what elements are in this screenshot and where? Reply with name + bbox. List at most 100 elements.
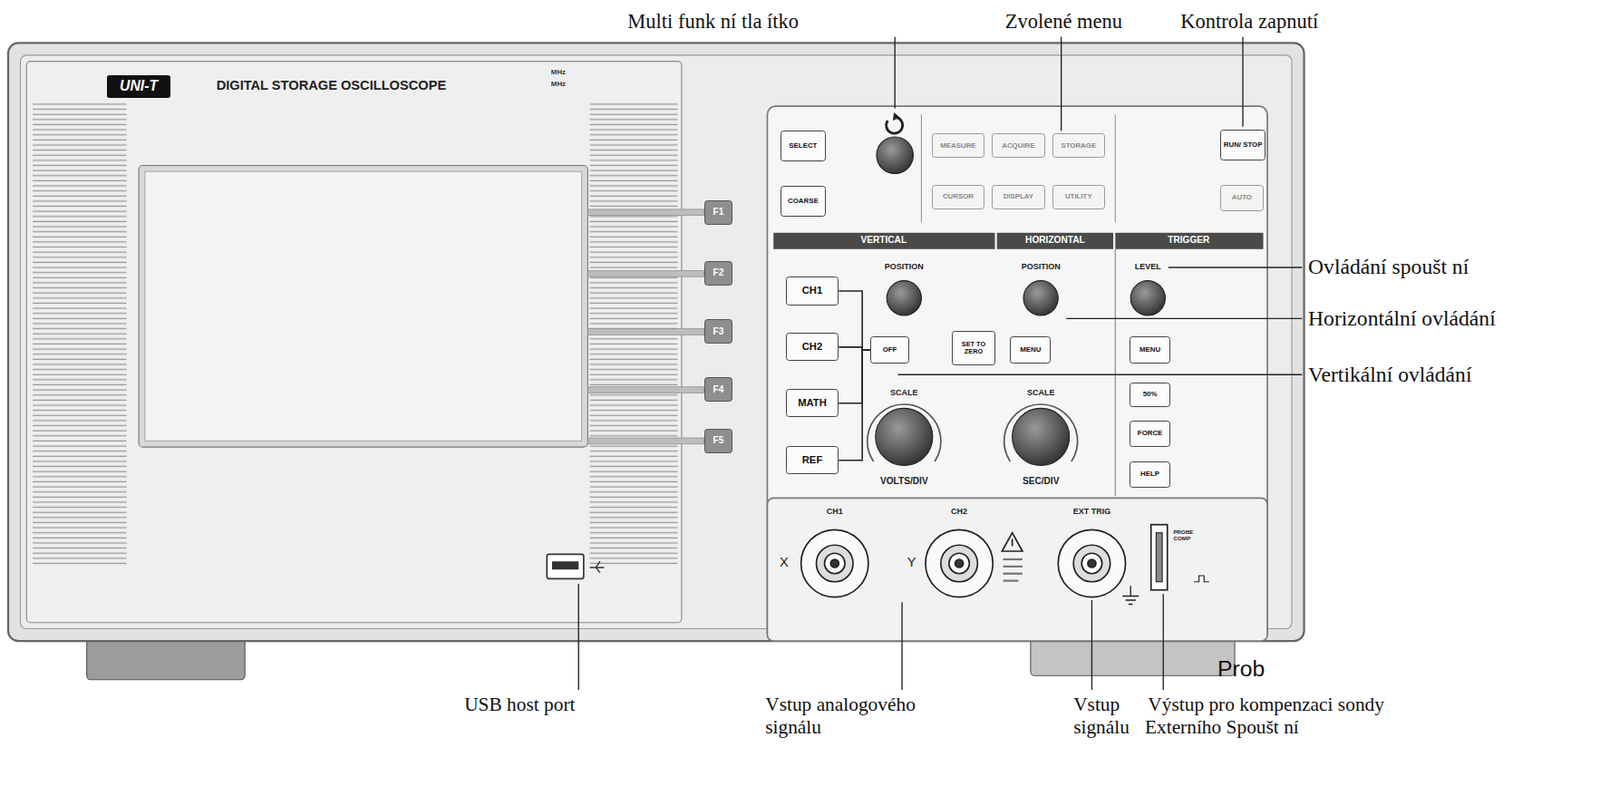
callout-label: USB host port — [464, 693, 575, 717]
button-label: F4 — [713, 385, 725, 396]
warning-triangle — [1011, 538, 1014, 546]
leader-lines — [578, 37, 1302, 690]
callout-label: Horizontální ovládání — [1308, 306, 1496, 331]
panel-button: MENU — [1009, 336, 1051, 363]
panel-button: AUTO — [1220, 184, 1263, 212]
panel-marking: EXT TRIG — [1073, 506, 1112, 516]
panel-marking: TRIGGER — [1167, 234, 1210, 246]
button-label: REF — [802, 455, 824, 466]
panel-marking: Y — [907, 554, 917, 571]
button-label: 50% — [1143, 390, 1158, 398]
softkey-button: F4 — [704, 377, 734, 402]
button-label: MATH — [797, 397, 827, 409]
panel-marking: PROBE COMP — [1173, 528, 1206, 542]
brand-logo: UNI-T — [106, 75, 171, 98]
rotate-symbol — [892, 112, 901, 121]
callout-label: Vstup signálu — [1073, 693, 1147, 738]
panel-marking: VERTICAL — [860, 234, 907, 246]
square-wave-symbol — [1193, 575, 1210, 582]
housing — [8, 42, 1305, 641]
button-label: MEASURE — [940, 142, 976, 150]
usb-slot — [552, 561, 579, 570]
button-label: ACQUIRE — [1001, 142, 1035, 150]
panel-button: STORAGE — [1052, 133, 1106, 158]
vertical-band — [773, 232, 995, 250]
callout-label: Externího Spoušt ní — [1144, 716, 1300, 739]
panel-marking: VOLTS/DIV — [880, 475, 929, 487]
screen-frame — [138, 164, 588, 447]
button-label: F5 — [713, 436, 725, 447]
button-label: SET TO ZERO — [954, 340, 992, 355]
panel-button: UTILITY — [1052, 184, 1106, 210]
multifunction-knob — [876, 136, 914, 175]
button-label: OFF — [882, 346, 898, 354]
button-label: AUTO — [1231, 193, 1252, 202]
position-knobs — [886, 281, 1165, 316]
panel-marking: MHz — [551, 67, 566, 77]
scale-knobs — [867, 404, 1078, 466]
callout-label: Kontrola zapnutí — [1180, 9, 1319, 34]
panel-button: MENU — [1129, 336, 1171, 363]
panel-marking: POSITION — [1021, 261, 1061, 272]
button-label: UTILITY — [1065, 193, 1093, 201]
callout-label: Multi funk ní tla ítko — [627, 9, 799, 34]
softkey-button: F5 — [704, 428, 734, 454]
button-label: CURSOR — [942, 193, 974, 201]
control-panel — [766, 106, 1268, 641]
softkey-button: F3 — [704, 319, 734, 344]
bnc-connectors — [801, 529, 1126, 597]
bracket-line — [838, 290, 871, 350]
panel-button: ACQUIRE — [991, 133, 1046, 158]
panel-button: 50% — [1129, 382, 1171, 408]
panel-marking: LEVEL — [1134, 261, 1162, 272]
usb-port — [546, 553, 584, 579]
bracket-line — [838, 349, 871, 404]
button-label: RUN/ STOP — [1223, 141, 1263, 149]
warning-text-lines — [1003, 559, 1023, 582]
button-label: CH1 — [802, 285, 824, 297]
callout-label: Vstup analogového signálu — [765, 693, 944, 738]
bracket-line — [838, 349, 871, 461]
panel-marking: SCALE — [890, 387, 919, 398]
horizontal-band — [997, 232, 1114, 250]
callout-label: Výstup pro kompenzaci sondy — [1147, 693, 1385, 717]
panel-marking: Prob — [1217, 656, 1265, 682]
callout-label: Vertikální ovládání — [1308, 362, 1472, 388]
button-label: STORAGE — [1060, 142, 1096, 150]
probe-comp-terminal — [1151, 524, 1168, 591]
panel-button: REF — [785, 446, 840, 476]
panel-marking: X — [779, 554, 789, 571]
panel-button: COARSE — [780, 185, 826, 217]
button-label: CH2 — [802, 341, 824, 353]
divider — [921, 114, 922, 223]
panel-marking: SEC/DIV — [1022, 475, 1060, 487]
panel-button: CURSOR — [931, 184, 986, 210]
softkey-button: F1 — [704, 200, 734, 225]
button-label: SELECT — [788, 142, 817, 150]
bezel — [26, 61, 682, 623]
callout-label: Zvolené menu — [1005, 9, 1123, 34]
grille — [32, 102, 127, 567]
panel-button: CH2 — [785, 332, 840, 362]
button-label: F2 — [713, 268, 725, 279]
trigger-band — [1115, 232, 1263, 250]
panel-button: DISPLAY — [991, 184, 1046, 210]
button-label: F3 — [713, 327, 725, 338]
panel-button: OFF — [870, 336, 910, 363]
panel-button: MEASURE — [931, 133, 986, 158]
button-label: COARSE — [787, 197, 819, 205]
rotate-symbol — [886, 117, 903, 135]
panel-button: SELECT — [780, 130, 826, 162]
callout-label: Ovládání spoušt ní — [1308, 254, 1469, 280]
ground-symbol — [1122, 585, 1139, 604]
panel-button: SET TO ZERO — [951, 330, 996, 366]
input-area — [766, 497, 1268, 641]
panel-marking: CH1 — [826, 506, 844, 516]
button-label: DISPLAY — [1003, 193, 1034, 201]
button-label: MENU — [1139, 346, 1161, 354]
screen — [145, 171, 582, 441]
panel-marking: POSITION — [884, 261, 924, 272]
panel-button: MATH — [785, 388, 840, 418]
panel-button: CH1 — [785, 276, 840, 306]
